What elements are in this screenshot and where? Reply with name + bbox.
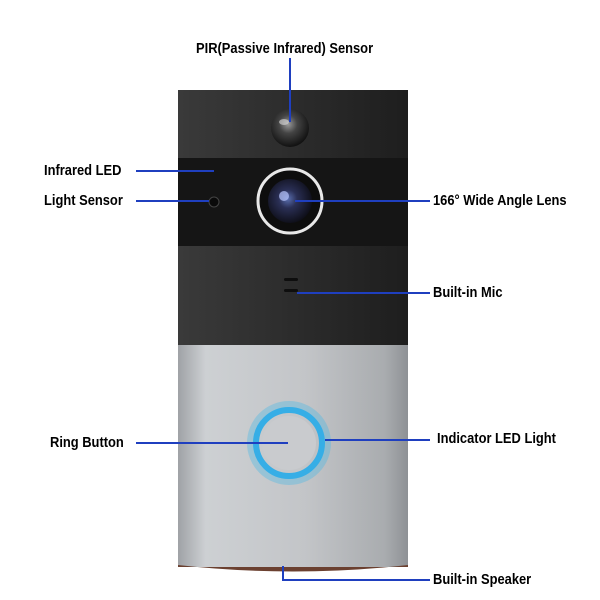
light-sensor-label: Light Sensor: [44, 192, 123, 209]
leader-lines: [136, 58, 430, 581]
built-in-mic-label: Built-in Mic: [433, 284, 503, 301]
indicator-led-label: Indicator LED Light: [437, 430, 556, 447]
ring-button[interactable]: [262, 416, 316, 470]
light-sensor-dot: [208, 196, 220, 208]
camera-lens: [268, 179, 312, 223]
speaker-leader-line: [282, 566, 430, 581]
device-bottom-edge: [178, 565, 408, 572]
ring-button-label: Ring Button: [50, 434, 124, 451]
infrared-led-label: Infrared LED: [44, 162, 122, 179]
wide-angle-lens-label: 166° Wide Angle Lens: [433, 192, 567, 209]
lens-highlight: [279, 191, 289, 201]
pir-sensor-label: PIR(Passive Infrared) Sensor: [196, 40, 374, 57]
mic-slot-lower: [284, 289, 298, 292]
pir-sensor-dome: [271, 109, 309, 147]
pir-sensor-highlight: [279, 119, 289, 125]
built-in-speaker-label: Built-in Speaker: [433, 571, 532, 588]
mic-slot-upper: [284, 278, 298, 281]
